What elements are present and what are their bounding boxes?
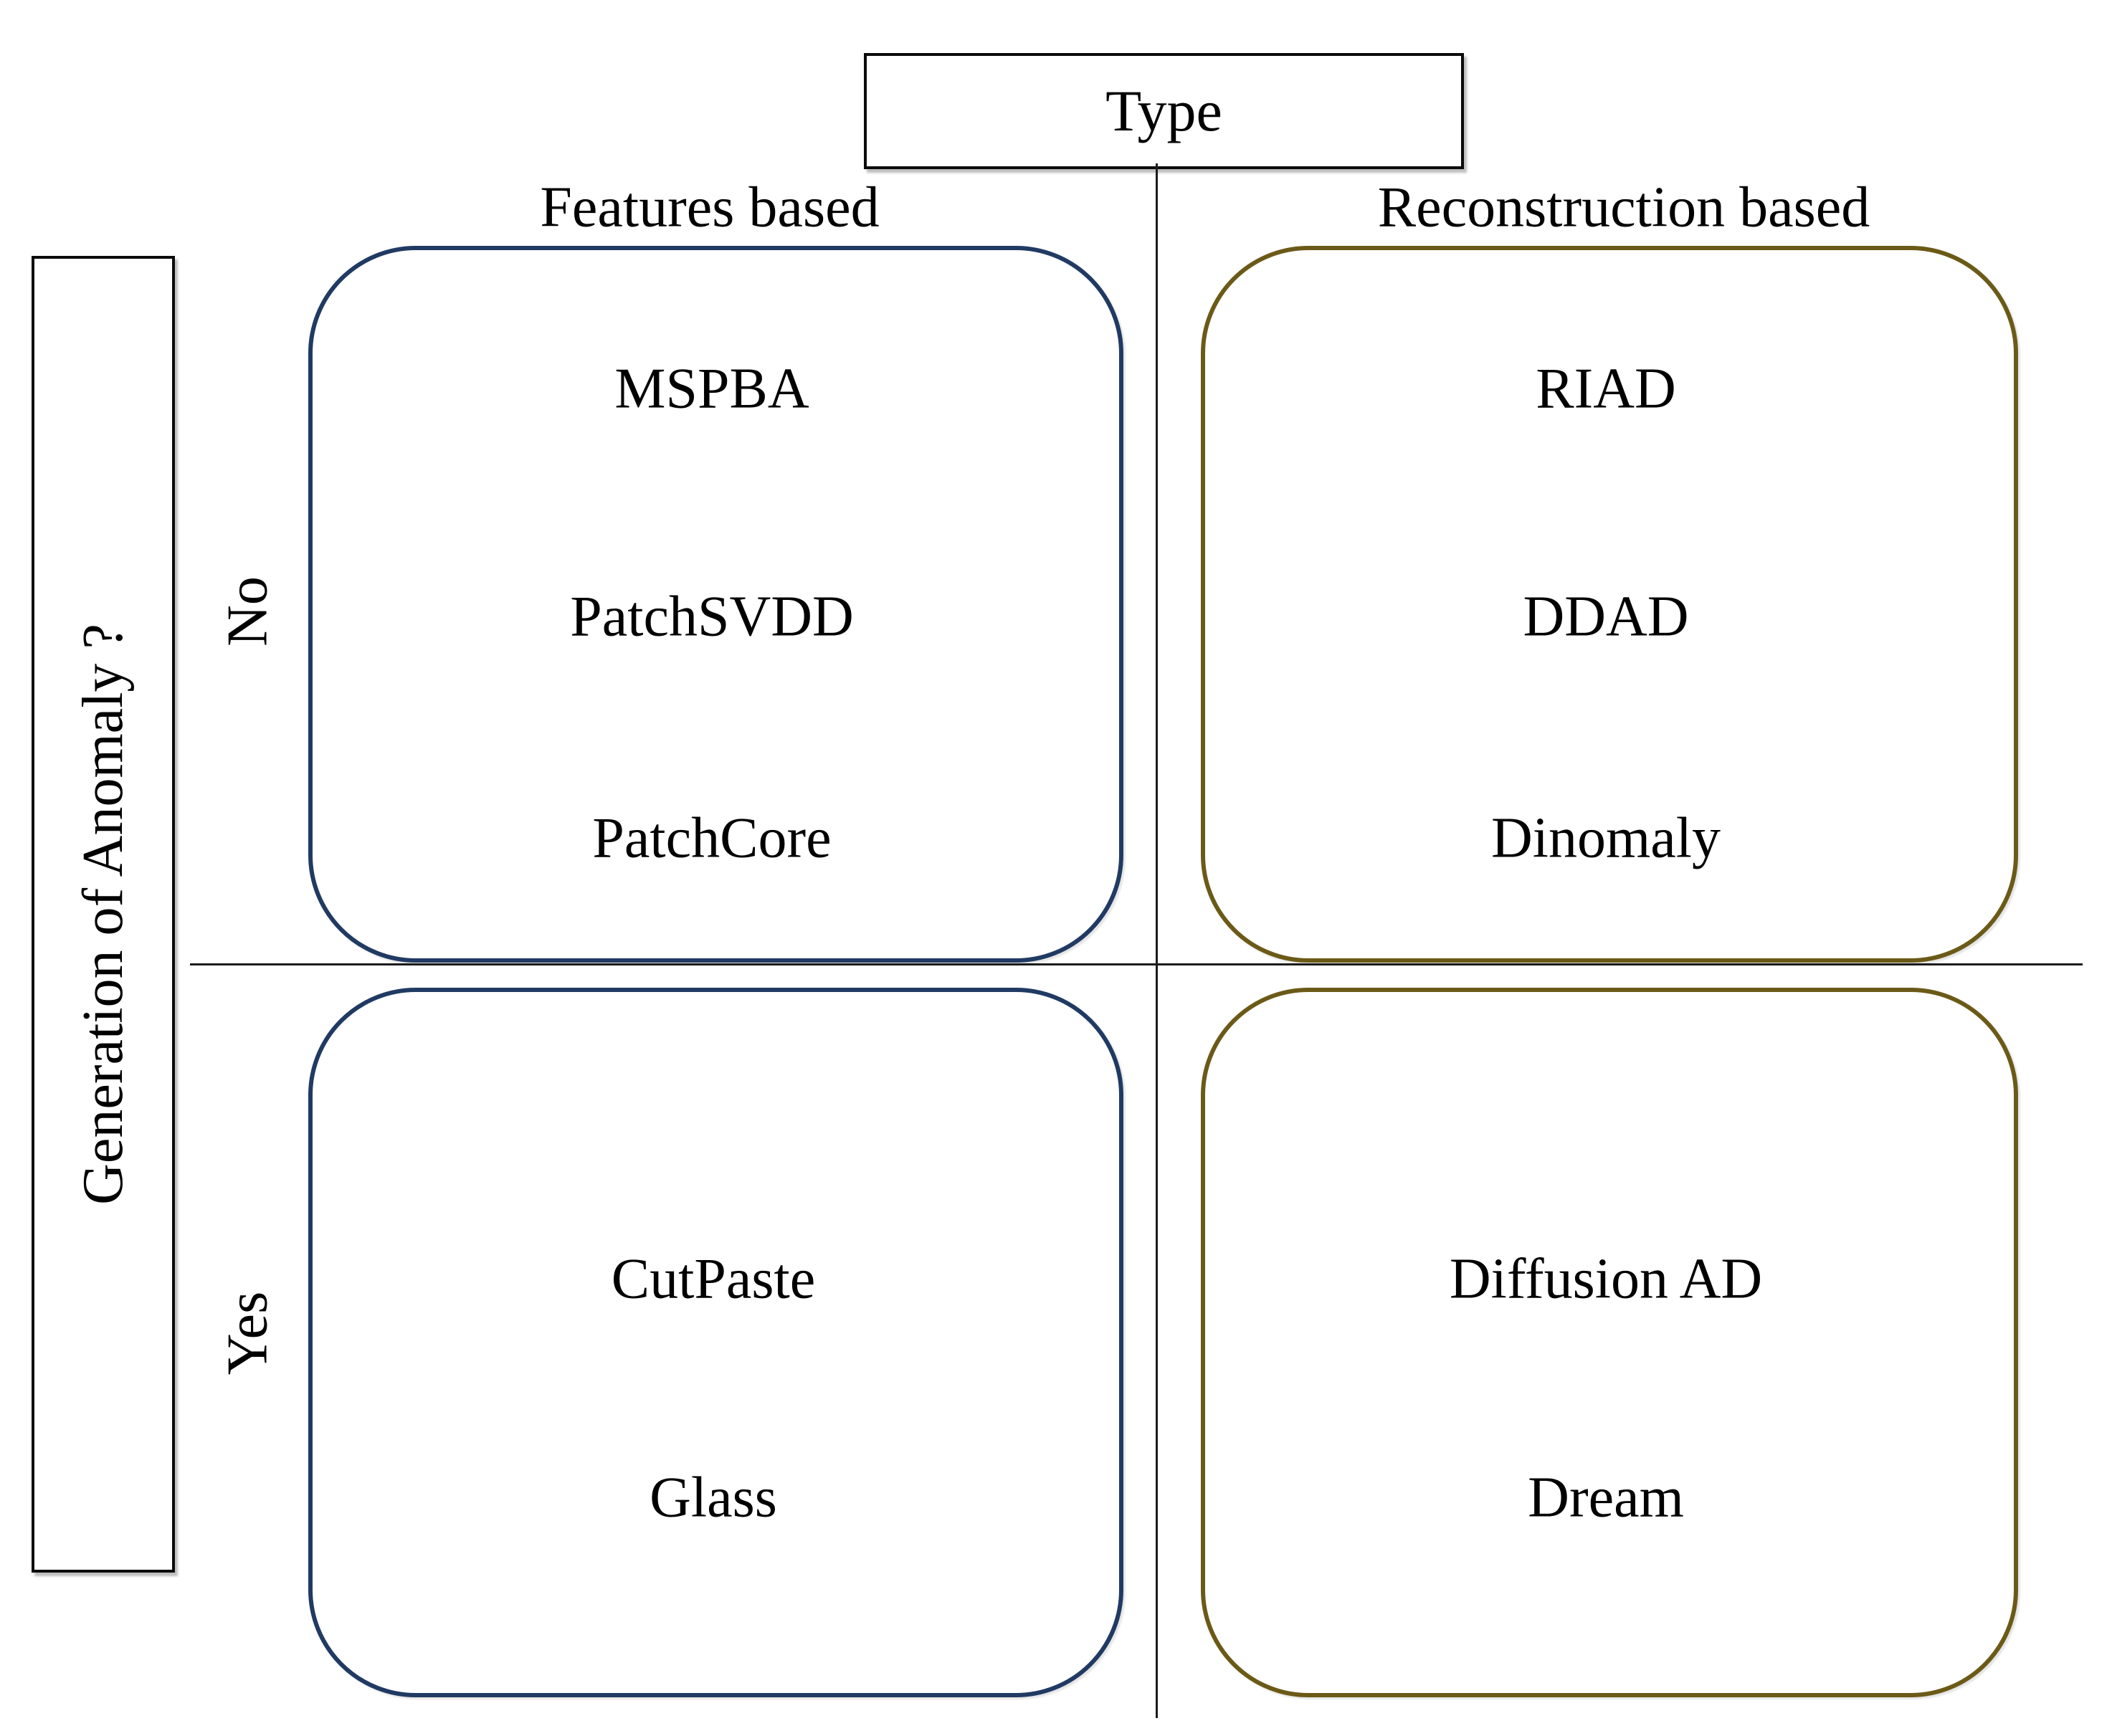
quadrant-reconstruction-yes [1201,988,2018,1697]
type-header-box: Type [864,53,1464,169]
vertical-divider-line [1156,163,1158,1718]
method-label-diffusion-ad: Diffusion AD [1449,1247,1763,1311]
horizontal-divider-line [190,963,2083,965]
quadrant-features-no [308,246,1123,963]
row-axis-box: Generation of Anomaly ? [32,256,175,1573]
method-label-mspba: MSPBA [614,357,809,421]
method-label-glass: Glass [650,1466,777,1530]
row-label-yes: Yes [216,1291,280,1375]
method-label-ddad: DDAD [1523,585,1689,649]
row-axis-label: Generation of Anomaly ? [71,624,135,1205]
quadrant-features-yes [308,988,1123,1697]
type-header-label: Type [1105,78,1222,143]
method-label-cutpaste: CutPaste [611,1247,816,1311]
method-label-riad: RIAD [1536,357,1676,421]
column-header-reconstruction: Reconstruction based [1377,176,1870,239]
method-label-dinomaly: Dinomaly [1491,806,1721,870]
quadrant-reconstruction-no [1201,246,2018,963]
method-label-patchcore: PatchCore [592,806,832,870]
method-label-dream: Dream [1528,1466,1684,1530]
row-label-no: No [216,576,280,647]
column-header-features: Features based [540,176,880,239]
method-label-patchsvdd: PatchSVDD [570,585,854,649]
